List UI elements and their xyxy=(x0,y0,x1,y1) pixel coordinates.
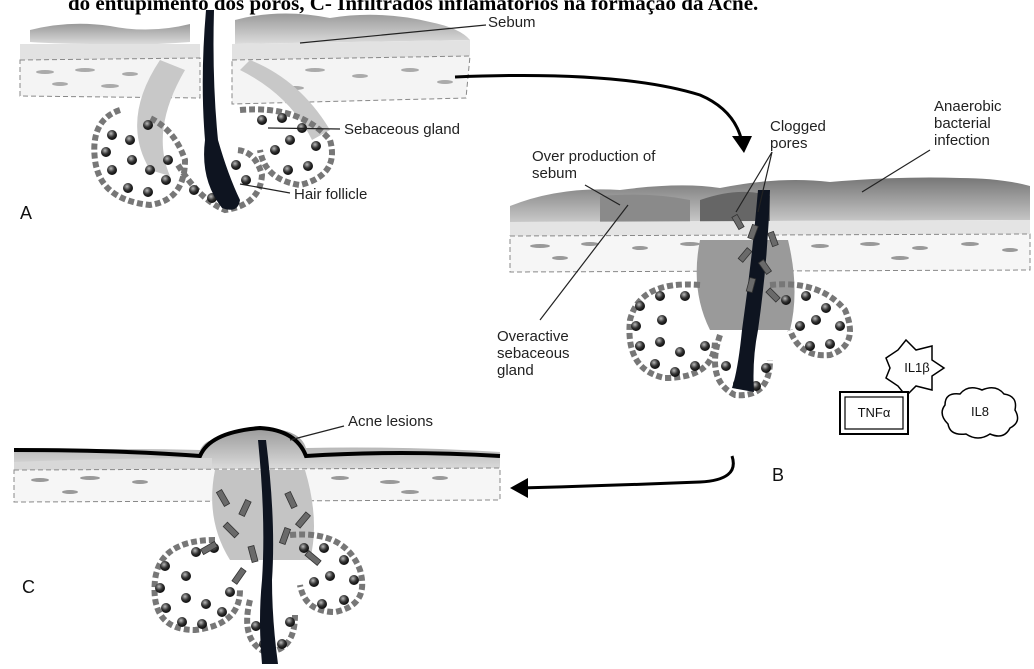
label-clogged-pores: Clogged pores xyxy=(770,118,826,152)
panel-label-a: A xyxy=(20,203,32,224)
label-overactive-gland: Overactive sebaceous gland xyxy=(497,328,570,379)
panel-a-skin xyxy=(20,10,486,210)
panel-c-skin xyxy=(14,426,500,664)
label-hair-follicle: Hair follicle xyxy=(294,186,367,203)
label-anaerobic-infection: Anaerobic bacterial infection xyxy=(934,98,1002,149)
panel-label-b: B xyxy=(772,465,784,486)
cytokine-il1b: IL1β xyxy=(897,360,937,375)
figure-caption: do entupimento dos poros, C- Infiltrados… xyxy=(68,0,758,16)
label-acne-lesions: Acne lesions xyxy=(348,413,433,430)
label-sebum: Sebum xyxy=(488,14,536,31)
cytokine-il8: IL8 xyxy=(960,404,1000,419)
label-over-production: Over production of sebum xyxy=(532,148,655,182)
cytokine-tnfa: TNFα xyxy=(845,405,903,420)
arrow-b-to-c xyxy=(520,456,733,488)
panel-b-skin xyxy=(510,150,1030,438)
panel-label-c: C xyxy=(22,577,35,598)
arrow-a-to-b xyxy=(455,75,742,142)
label-sebaceous-gland: Sebaceous gland xyxy=(344,121,460,138)
